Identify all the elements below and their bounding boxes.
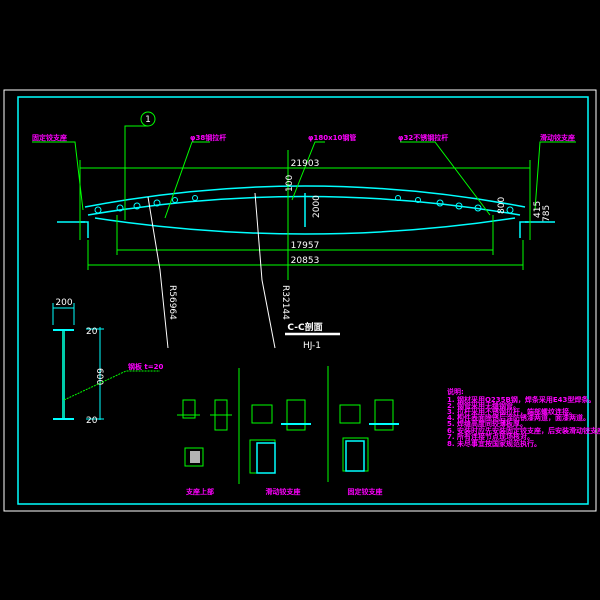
note-item: 7. 所有连接节点现场核对。 — [447, 432, 534, 441]
note-item: 6. 安装时应先安装固定铰支座，后安装滑动铰支座并调整。 — [447, 426, 600, 435]
radius-label-1: R56964 — [167, 285, 177, 320]
top-mark: 20 — [86, 327, 98, 337]
notes-heading: 说明: — [447, 387, 464, 396]
detail-label-2: 滑动铰支座 — [266, 487, 301, 496]
section-title: C-C剖面 — [287, 321, 322, 333]
dim-center-height: 2000 — [312, 195, 322, 218]
detail-marker: 1 — [145, 115, 151, 125]
detail-label-3: 固定铰支座 — [348, 487, 383, 496]
drawing-code: HJ-1 — [303, 341, 321, 351]
dim-right-a: 415 — [533, 201, 543, 218]
dim-center-small: 100 — [285, 175, 295, 192]
dim-right-depth: 800 — [497, 197, 507, 214]
column-height-dim: 600 — [94, 368, 104, 385]
dim-mid: 17957 — [291, 241, 320, 251]
column-detail: 200 20 20 600 钢板 t=20 — [52, 298, 164, 426]
callout-sliding-support: 滑动铰支座 — [540, 133, 575, 142]
dim-right-b: 785 — [542, 205, 552, 222]
note-item: 2. 钢管采用无缝钢管。 — [447, 401, 520, 410]
callout-stainless-rod: φ32不锈钢拉杆 — [398, 133, 448, 142]
detail-fixed-support: 固定铰支座 — [339, 399, 399, 496]
detail-sliding-support: 滑动铰支座 — [249, 399, 311, 496]
radius-label-2: R32144 — [280, 285, 290, 320]
notes: 说明: 1. 钢材采用Q235B钢，焊条采用E43型焊条。 2. 钢管采用无缝钢… — [447, 387, 600, 448]
column-width-dim: 200 — [55, 298, 72, 308]
note-item: 3. 拉杆采用不锈钢拉杆，端部螺纹连接。 — [447, 407, 576, 416]
note-item: 1. 钢材采用Q235B钢，焊条采用E43型焊条。 — [447, 395, 595, 404]
truss-elevation: 1 R56964 R32144 21903 17957 20853 100 20… — [32, 111, 576, 349]
note-item: 4. 构件表面除锈后涂防锈漆两道，面漆两道。 — [447, 413, 590, 422]
dim-top: 21903 — [291, 159, 320, 169]
callout-tie-rod: φ38钢拉杆 — [190, 133, 226, 142]
note-item: 5. 焊缝高度同较薄板厚。 — [447, 419, 527, 428]
bottom-mark: 20 — [86, 416, 98, 426]
callout-fixed-support: 固定铰支座 — [32, 133, 67, 142]
plate-label: 钢板 t=20 — [128, 362, 164, 371]
dim-bottom: 20853 — [291, 256, 320, 266]
callout-steel-pipe: φ180x10钢管 — [308, 133, 356, 142]
drawing-frame — [17, 96, 589, 505]
note-item: 8. 未尽事宜按国家规范执行。 — [447, 439, 541, 448]
outer-border — [3, 89, 597, 512]
detail-support-top: 支座上部 — [177, 399, 232, 496]
detail-label-1: 支座上部 — [185, 487, 214, 496]
